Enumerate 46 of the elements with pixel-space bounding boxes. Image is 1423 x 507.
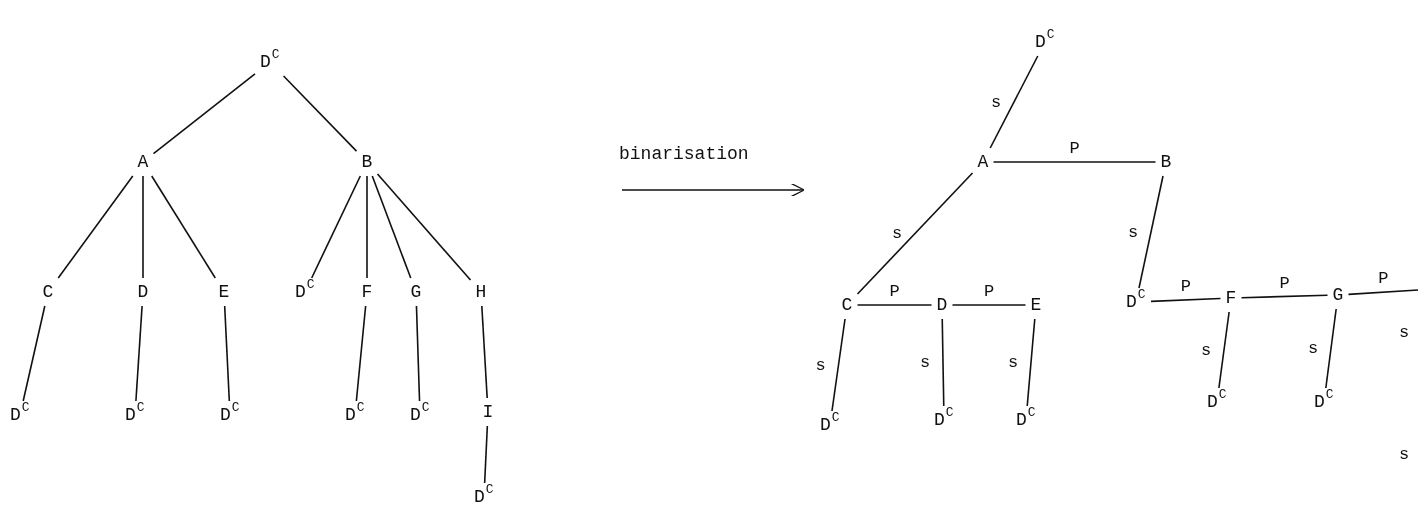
tree-node-label: A	[136, 152, 150, 172]
tree-node-label: F	[1224, 288, 1238, 308]
tree-edge	[1347, 289, 1419, 296]
tree-edge	[282, 75, 358, 152]
tree-edge	[376, 173, 472, 281]
tree-node-label: B	[1159, 152, 1173, 172]
tree-node-label: D	[136, 282, 150, 302]
tree-node-label: C	[41, 282, 55, 302]
tree-edge	[1218, 311, 1230, 389]
tree-edge	[366, 175, 368, 279]
tree-edge	[831, 318, 846, 412]
tree-edge	[989, 55, 1039, 149]
tree-edge	[152, 73, 256, 155]
tree-edge	[941, 318, 945, 407]
tree-node-label: E	[1029, 295, 1043, 315]
tree-edge	[481, 305, 488, 399]
tree-edge	[223, 305, 231, 402]
tree-edge	[1138, 175, 1164, 289]
tree-edge	[57, 175, 134, 279]
tree-node-label: F	[360, 282, 374, 302]
tree-node-label: C	[840, 295, 854, 315]
tree-edge	[310, 175, 362, 279]
tree-edge	[150, 175, 217, 279]
tree-edge	[371, 175, 412, 279]
tree-edge	[1325, 308, 1337, 389]
tree-node-label: G	[409, 282, 423, 302]
tree-edge	[1240, 294, 1329, 299]
tree-edge	[142, 175, 144, 279]
tree-edge	[992, 161, 1157, 163]
tree-node-label: B	[360, 152, 374, 172]
tree-edge	[415, 305, 421, 402]
tree-node-label: I	[481, 402, 495, 422]
tree-node-label: G	[1331, 285, 1345, 305]
tree-edge	[1150, 297, 1222, 303]
tree-edge	[856, 172, 974, 295]
tree-edge	[355, 305, 367, 402]
tree-node-label: H	[474, 282, 488, 302]
tree-edge	[135, 305, 143, 402]
tree-edge	[951, 304, 1027, 306]
tree-node-label: E	[217, 282, 231, 302]
tree-edge	[483, 425, 489, 484]
tree-edge	[856, 304, 933, 306]
tree-node-label: A	[976, 152, 990, 172]
tree-node-label: D	[935, 295, 949, 315]
tree-edge	[22, 305, 46, 402]
tree-edge	[1026, 318, 1036, 407]
